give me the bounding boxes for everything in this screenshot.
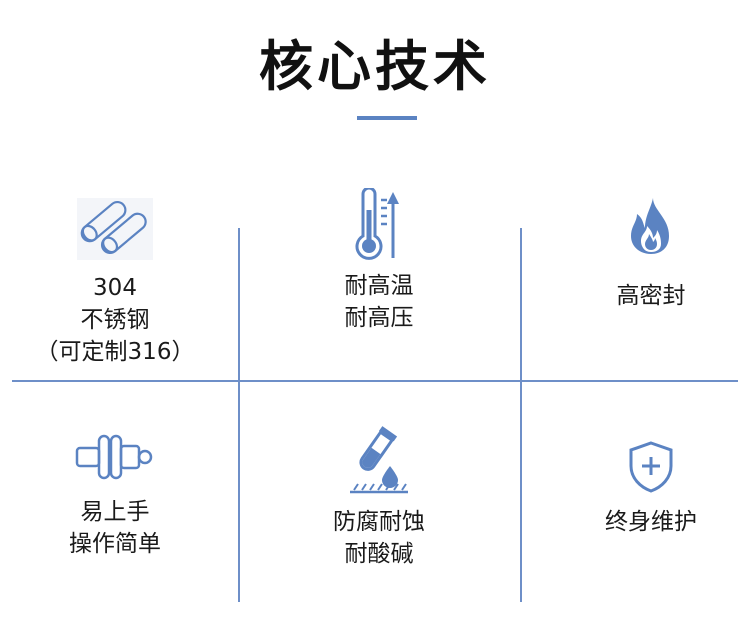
chemical-tube-icon (350, 426, 408, 494)
feature-easy-use: 易上手 操作简单 (0, 432, 230, 560)
thermometer-icon (355, 188, 399, 260)
flame-icon (631, 198, 669, 254)
feature-label-line: 高密封 (616, 283, 686, 309)
title-underline (357, 116, 417, 120)
shield-plus-icon (629, 441, 673, 493)
feature-lifetime-maintenance: 终身维护 (536, 440, 750, 538)
feature-label-line: 终身维护 (605, 509, 697, 535)
steel-rods-icon (77, 198, 153, 260)
grid-line-horizontal (12, 380, 738, 382)
feature-label-line: 耐高温 (344, 273, 414, 299)
feature-stainless-steel: 304 不锈钢 （可定制316） (0, 196, 230, 368)
grid-line-vertical-left (238, 228, 240, 602)
feature-label-line: （可定制316） (35, 339, 195, 365)
feature-label-line: 耐酸碱 (344, 541, 414, 567)
feature-label-line: 耐高压 (344, 305, 414, 331)
feature-corrosion-resistant: 防腐耐蚀 耐酸碱 (264, 426, 494, 570)
pump-coupling-icon (75, 434, 153, 480)
grid-line-vertical-right (520, 228, 522, 602)
feature-label-line: 易上手 (80, 499, 150, 525)
feature-high-seal: 高密封 (536, 196, 750, 312)
feature-label-line: 操作简单 (69, 531, 161, 557)
feature-high-temp-pressure: 耐高温 耐高压 (264, 188, 494, 334)
page-title: 核心技术 (259, 35, 491, 98)
feature-label-line: 防腐耐蚀 (333, 509, 425, 535)
feature-label-line: 不锈钢 (80, 307, 150, 333)
feature-label-line: 304 (93, 275, 137, 301)
